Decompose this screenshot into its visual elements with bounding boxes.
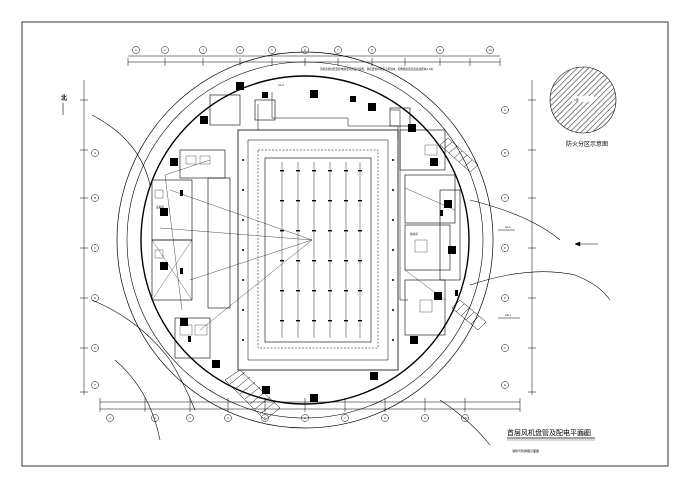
grid-label-left: C	[94, 246, 96, 250]
grid-label-bottom: 10	[463, 416, 467, 420]
grid-label-bottom: 9	[424, 416, 426, 420]
pool-lanes	[281, 162, 361, 338]
top-dimension-line	[127, 55, 501, 66]
callout-1: AL-1	[505, 225, 511, 229]
grid-label-left: F	[94, 383, 96, 387]
grid-label-top: 1	[135, 48, 137, 52]
drawing-title: 首层风机盘管及配电平面图	[507, 428, 591, 437]
stair-lower-right	[451, 299, 487, 331]
flow-arrows	[498, 229, 598, 319]
stair-upper-right	[439, 137, 479, 173]
left-rooms	[151, 94, 276, 359]
grid-label-right: B	[504, 151, 506, 155]
door-symbols	[180, 190, 458, 342]
grid-label-bottom: 3	[189, 416, 191, 420]
grid-label-left: A	[94, 151, 96, 155]
drawing-scale: 1:100	[578, 432, 588, 436]
right-rooms	[389, 107, 461, 336]
grid-label-top: 9	[439, 48, 441, 52]
hall-side-lights	[242, 159, 394, 341]
site-arcs	[91, 114, 611, 446]
building-outer-ring	[116, 51, 494, 429]
grid-label-right: F	[504, 346, 506, 350]
ring-columns	[160, 82, 456, 402]
room-right-label: 器材间	[410, 232, 418, 236]
grid-label-bottom: 7	[344, 416, 346, 420]
grid-label-top: 5	[271, 48, 273, 52]
grid-label-right: D	[504, 246, 506, 250]
pool-hall	[237, 129, 399, 371]
left-dimension-line	[80, 80, 88, 395]
grid-label-bottom: 5	[264, 416, 266, 420]
wiring-lines	[159, 159, 456, 331]
perimeter-wiring	[257, 92, 408, 301]
drawing-subtitle: 消防与防排烟平面图	[512, 448, 539, 453]
grid-label-top: 8	[371, 48, 373, 52]
grid-label-top: 4	[239, 48, 241, 52]
drawing-frame	[21, 21, 669, 467]
legend-caption: 防火分区示意图	[566, 140, 608, 148]
grid-label-top: 2	[164, 48, 166, 52]
light-fixtures	[280, 170, 362, 322]
grid-label-bottom: 1	[109, 416, 111, 420]
callout-3: AL-2	[278, 83, 284, 87]
right-dimension-line	[528, 80, 536, 395]
grid-label-left: E	[94, 346, 96, 350]
room-cross-lines	[151, 239, 193, 301]
grid-label-top: 6	[304, 48, 306, 52]
callout-2: AP-1	[505, 313, 511, 317]
svg-text:北: 北	[61, 94, 67, 102]
grid-label-right: G	[504, 383, 506, 387]
title-block: 首层风机盘管及配电平面图 1:100 消防与防排烟平面图	[507, 428, 595, 453]
grid-label-bottom: 6	[304, 416, 306, 420]
stair-ramp	[224, 369, 281, 421]
grid-label-left: D	[94, 296, 96, 300]
left-grid-bubbles	[91, 149, 99, 389]
grid-label-right: C	[504, 196, 506, 200]
right-grid-bubbles	[501, 106, 509, 389]
north-arrow: 北	[61, 94, 67, 115]
grid-label-top: 10	[488, 48, 492, 52]
grid-label-right: A	[504, 108, 506, 112]
grid-label-bottom: 8	[384, 416, 386, 420]
fire-zone-legend: 1区 防火分区示意图	[549, 66, 617, 148]
bottom-grid-bubbles	[106, 414, 469, 422]
top-grid-bubbles	[132, 46, 494, 54]
svg-text:1区: 1区	[574, 98, 579, 102]
top-note: 风机盘管接管及配电做法详见设计说明，风机盘管均吊装于吊顶内，配电箱安装高度底边距…	[320, 67, 433, 71]
room-left-label: 设备间	[156, 205, 164, 209]
grid-label-bottom: 4	[227, 416, 229, 420]
equipment-marks	[154, 144, 438, 336]
grid-label-top: 7	[337, 48, 339, 52]
grid-label-right: E	[504, 296, 506, 300]
grid-label-left: B	[94, 196, 96, 200]
grid-label-top: 3	[202, 48, 204, 52]
grid-label-bottom: 2	[154, 416, 156, 420]
